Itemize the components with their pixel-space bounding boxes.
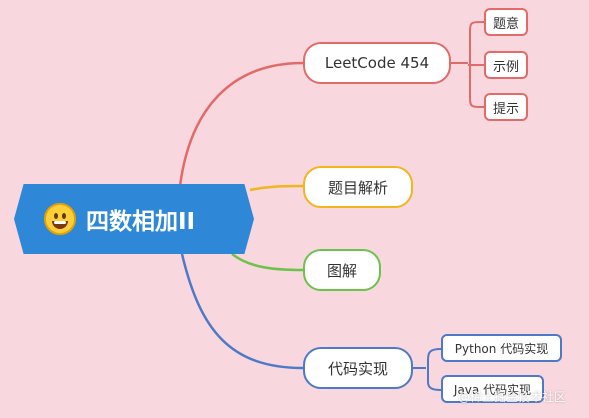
grinning-face-icon — [44, 203, 76, 235]
node-hint-label: 提示 — [492, 101, 519, 117]
root-title: 四数相加II — [86, 209, 196, 235]
node-leetcode[interactable]: LeetCode 454 — [303, 42, 451, 84]
node-example-label: 示例 — [492, 59, 519, 75]
watermark: @稀土掘金技术社区 — [458, 390, 567, 404]
node-leetcode-label: LeetCode 454 — [324, 54, 430, 72]
node-problem-analysis-label: 题目解析 — [327, 178, 388, 197]
node-java-code-label: Java 代码实现 — [453, 382, 532, 397]
node-problem-meaning[interactable]: 题意 — [484, 8, 528, 36]
node-code-implementation-label: 代码实现 — [327, 359, 388, 378]
node-problem-analysis[interactable]: 题目解析 — [303, 166, 413, 208]
node-problem-meaning-label: 题意 — [492, 16, 519, 32]
node-example[interactable]: 示例 — [484, 51, 528, 79]
root-node[interactable]: 四数相加II — [14, 184, 254, 254]
node-python-code-label: Python 代码实现 — [454, 341, 549, 356]
node-illustration-label: 图解 — [326, 261, 357, 280]
node-java-code[interactable]: Java 代码实现 — [441, 375, 544, 403]
node-python-code[interactable]: Python 代码实现 — [441, 334, 562, 362]
node-hint[interactable]: 提示 — [484, 93, 528, 121]
node-code-implementation[interactable]: 代码实现 — [303, 347, 413, 389]
node-illustration[interactable]: 图解 — [303, 249, 381, 291]
